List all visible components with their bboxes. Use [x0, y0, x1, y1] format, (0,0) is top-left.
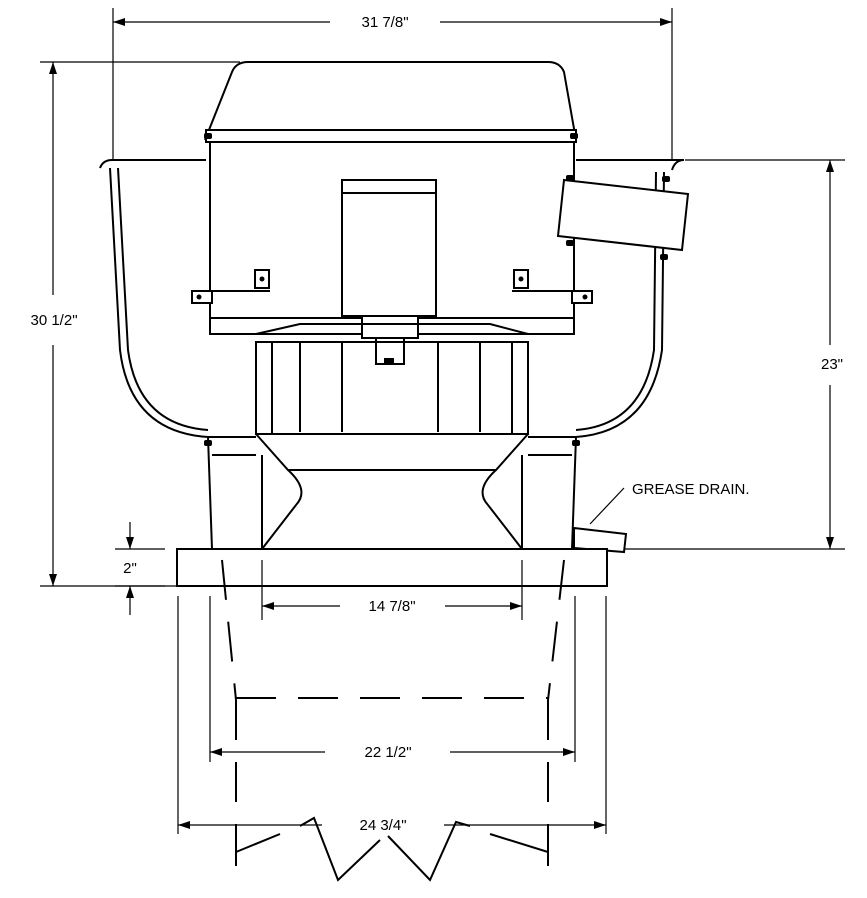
throat-width-dimension: 14 7/8" — [261, 560, 523, 620]
hood-height-dimension: 23" — [610, 159, 845, 550]
curb-flange — [176, 548, 608, 587]
overall-height-label: 30 1/2" — [30, 312, 77, 329]
throat-width-label: 14 7/8" — [368, 598, 415, 615]
motor-hood — [204, 61, 578, 143]
grease-drain-label: GREASE DRAIN. — [632, 481, 750, 498]
motor — [341, 179, 437, 365]
windband-bowl — [99, 159, 685, 438]
overall-width-label: 31 7/8" — [361, 14, 408, 31]
roof-curb-hidden-lines — [177, 559, 607, 882]
hood-height-label: 23" — [821, 356, 843, 373]
curb-inner-dimension: 22 1/2" — [210, 744, 575, 761]
grease-drain: GREASE DRAIN. — [573, 481, 750, 554]
overall-width-dimension: 31 7/8" — [112, 8, 673, 160]
curb-outer-dimension: 24 3/4" — [178, 817, 606, 834]
curb-height-dimension: 2" — [115, 522, 165, 615]
curb-outer-label: 24 3/4" — [359, 817, 406, 834]
disconnect-box — [556, 175, 690, 260]
base-housing — [204, 433, 580, 550]
curb-inner-label: 22 1/2" — [364, 744, 411, 761]
wheel-support — [255, 323, 529, 435]
overall-height-dimension: 30 1/2" — [30, 61, 240, 587]
curb-height-label: 2" — [123, 560, 137, 577]
